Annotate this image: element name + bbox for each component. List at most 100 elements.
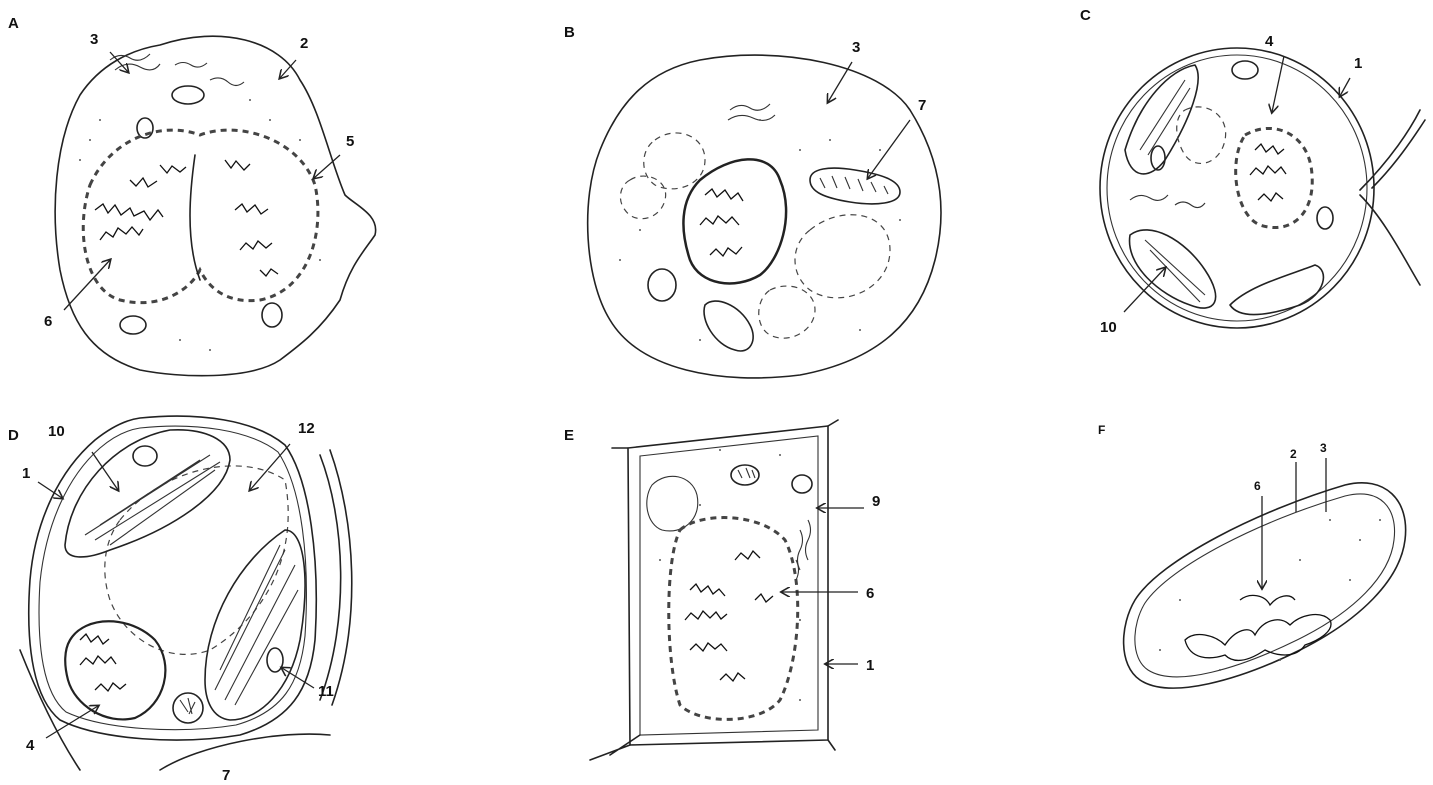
panel-f: F 2 3 6 <box>1098 423 1406 688</box>
mitochondrion <box>1232 61 1258 79</box>
chloroplast <box>1130 230 1216 308</box>
cell-membrane <box>588 55 941 378</box>
chromatin <box>95 160 278 276</box>
chromatin <box>80 634 126 691</box>
arrow-icon <box>868 120 910 178</box>
label-1: 1 <box>22 465 30 482</box>
arrow-icon <box>46 706 98 738</box>
nucleus <box>683 159 786 283</box>
arrow-icon <box>828 62 852 102</box>
label-6: 6 <box>866 585 874 602</box>
arrow-icon <box>1340 78 1350 96</box>
vacuole <box>759 286 815 338</box>
chloroplast <box>65 430 230 557</box>
cell-membrane <box>1107 55 1367 321</box>
panel-c: C 4 1 10 <box>1080 7 1425 336</box>
golgi <box>728 104 775 120</box>
mitochondrion <box>1317 207 1333 229</box>
vacuole <box>1177 107 1226 164</box>
chloroplast-thylakoid <box>85 455 220 545</box>
mitochondrion <box>704 301 753 351</box>
label-5: 5 <box>346 133 354 150</box>
chromatin <box>685 551 773 681</box>
label-1: 1 <box>866 657 874 674</box>
panel-letter: D <box>8 427 19 444</box>
label-12: 12 <box>298 420 315 437</box>
nuclear-envelope <box>669 518 798 720</box>
mitochondrion <box>810 168 900 204</box>
panel-d: D 10 12 1 11 4 7 <box>8 416 352 784</box>
mitochondrion-cristae <box>180 698 195 714</box>
label-1: 1 <box>1354 55 1362 72</box>
nucleoid <box>1240 595 1295 605</box>
mitochondrion <box>648 269 676 301</box>
cell-membrane <box>55 36 375 376</box>
label-7: 7 <box>918 97 926 114</box>
bacterial-cell-wall <box>1124 483 1406 688</box>
cell-wall <box>1100 48 1374 328</box>
mitochondrion <box>120 316 146 334</box>
golgi <box>1130 195 1205 208</box>
panel-letter: E <box>564 427 574 444</box>
cytoplasm-granules <box>79 99 321 351</box>
cytoplasm-granules <box>659 449 801 701</box>
mitochondrion <box>172 86 204 104</box>
endoplasmic-reticulum <box>796 520 811 580</box>
chromatin <box>1250 144 1286 201</box>
mitochondrion-cristae <box>738 468 755 478</box>
chloroplast-starch <box>267 648 283 672</box>
vacuole <box>795 215 890 298</box>
mitochondrion <box>792 475 812 493</box>
nucleus <box>65 621 165 719</box>
nuclear-envelope <box>83 130 318 303</box>
vacuole <box>644 133 705 189</box>
arrow-icon <box>64 260 110 310</box>
mitochondrion <box>731 465 759 485</box>
cell-wall <box>628 426 828 745</box>
mitochondrion <box>1151 146 1165 170</box>
cell-membrane <box>640 436 818 735</box>
chloroplast-thylakoid <box>1145 240 1205 302</box>
arrow-icon <box>1272 56 1284 112</box>
mitochondrion <box>137 118 153 138</box>
vacuole <box>620 176 665 219</box>
label-2: 2 <box>1290 447 1297 461</box>
neighbor-cell-wall <box>1360 110 1425 285</box>
panel-letter: F <box>1098 423 1105 437</box>
label-3: 3 <box>1320 441 1327 455</box>
chloroplast-starch <box>133 446 157 466</box>
chromatin <box>700 189 743 256</box>
neighbor-cell-wall <box>20 450 352 770</box>
arrow-icon <box>250 444 290 490</box>
panel-e: E 9 6 1 <box>564 420 880 760</box>
panel-b: B 3 7 <box>564 24 941 378</box>
arrow-icon <box>92 452 118 490</box>
mitochondrion <box>173 693 203 723</box>
label-10: 10 <box>48 423 65 440</box>
label-9: 9 <box>872 493 880 510</box>
neighbor-cell-wall <box>590 420 838 760</box>
chloroplast <box>205 530 305 720</box>
cytoplasm-granules <box>619 119 901 341</box>
label-6: 6 <box>1254 479 1261 493</box>
mitochondrion <box>262 303 282 327</box>
panel-letter: A <box>8 15 19 32</box>
arrow-icon <box>314 155 340 178</box>
golgi <box>110 54 244 86</box>
panel-letter: C <box>1080 7 1091 24</box>
label-3: 3 <box>90 31 98 48</box>
nucleoid <box>1185 615 1331 661</box>
label-7: 7 <box>222 767 230 784</box>
label-6: 6 <box>44 313 52 330</box>
nuclear-furrow <box>190 155 200 280</box>
cytoplasm-granules <box>1159 519 1381 671</box>
label-3: 3 <box>852 39 860 56</box>
panel-letter: B <box>564 24 575 41</box>
label-11: 11 <box>318 683 334 700</box>
label-4: 4 <box>1265 33 1274 50</box>
panel-a: A 3 2 5 6 <box>8 15 376 376</box>
nuclear-envelope <box>1236 128 1313 227</box>
label-4: 4 <box>26 737 35 754</box>
label-2: 2 <box>300 35 308 52</box>
